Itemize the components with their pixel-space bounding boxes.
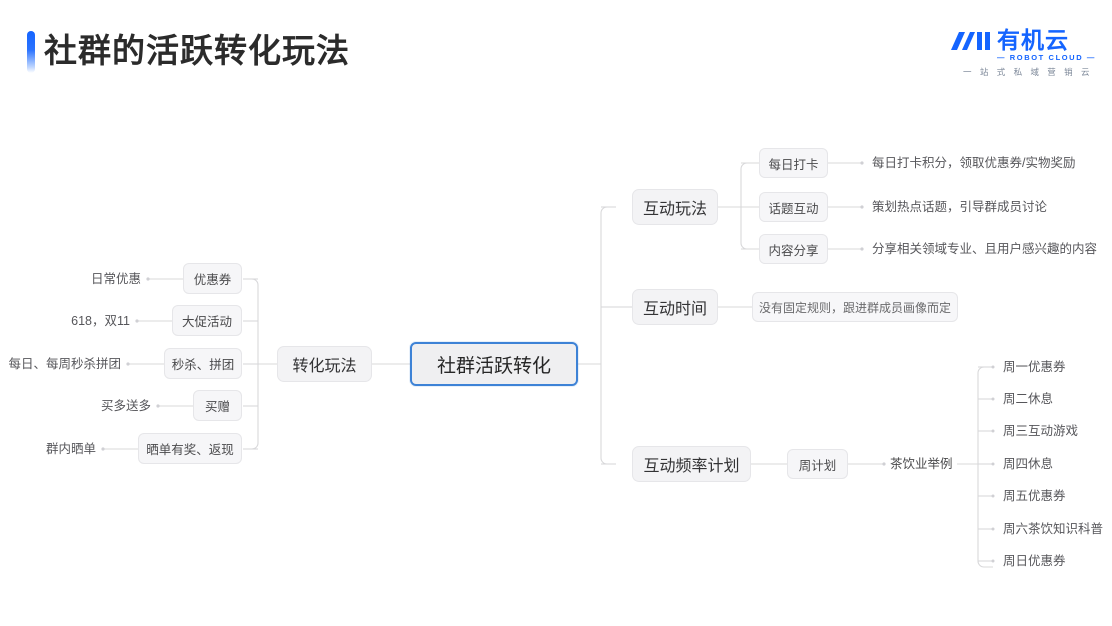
sub-node-daily-checkin[interactable]: 每日打卡	[759, 148, 828, 178]
leaf-label-seckill: 每日、每周秒杀拼团	[8, 357, 121, 371]
leaf-label-big-promo: 618，双11	[71, 314, 130, 328]
leaf-detail-topic-interaction: 策划热点话题，引导群成员讨论	[872, 200, 1048, 214]
week-item-fri: 周五优惠券	[1003, 489, 1066, 503]
leaf-label-buy-more: 买多送多	[100, 399, 151, 413]
note-interaction-time[interactable]: 没有固定规则，跟进群成员画像而定	[752, 292, 958, 322]
brand-logo: 有机云 — ROBOT CLOUD — 一 站 式 私 域 营 销 云	[949, 26, 1094, 77]
branch-node-interaction-time[interactable]: 互动时间	[632, 289, 718, 325]
logo-english: — ROBOT CLOUD —	[997, 53, 1096, 62]
sub-node-promotion[interactable]: 大促活动	[172, 305, 242, 336]
leaf-detail-daily-checkin: 每日打卡积分，领取优惠券/实物奖励	[872, 156, 1076, 170]
sub-node-topic-interaction[interactable]: 话题互动	[759, 192, 828, 222]
sub-node-weekly-plan[interactable]: 周计划	[787, 449, 848, 479]
branch-node-conversion[interactable]: 转化玩法	[277, 346, 372, 382]
logo-wordmark: 有机云	[997, 27, 1069, 53]
week-item-thu: 周四休息	[1003, 457, 1054, 471]
week-item-mon: 周一优惠券	[1003, 360, 1066, 374]
leaf-detail-content-sharing: 分享相关领域专业、且用户感兴趣的内容	[872, 242, 1098, 256]
branch-node-frequency-plan[interactable]: 互动频率计划	[632, 446, 751, 482]
label-tea-industry-example: 茶饮业举例	[890, 457, 953, 471]
leaf-label-daily-discount: 日常优惠	[90, 272, 141, 286]
leaf-label-group-show: 群内晒单	[45, 442, 96, 456]
week-item-tue: 周二休息	[1003, 392, 1054, 406]
sub-node-flashsale[interactable]: 秒杀、拼团	[164, 348, 242, 379]
robot-cloud-logo-icon	[951, 32, 990, 50]
slide-header: 社群的活跃转化玩法 有机云 — ROBOT CLOUD — 一 站 式 私 域 …	[0, 0, 1112, 100]
root-node[interactable]: 社群活跃转化	[410, 342, 578, 386]
sub-node-content-sharing[interactable]: 内容分享	[759, 234, 828, 264]
title-accent-bar	[27, 31, 35, 73]
page-title: 社群的活跃转化玩法	[44, 32, 350, 69]
week-item-sun: 周日优惠券	[1003, 554, 1066, 568]
week-item-sat: 周六茶饮知识科普	[1003, 522, 1104, 536]
sub-node-gift[interactable]: 买赠	[193, 390, 242, 421]
logo-tagline: 一 站 式 私 域 营 销 云	[963, 67, 1093, 77]
sub-node-coupon[interactable]: 优惠券	[183, 263, 242, 294]
week-item-wed: 周三互动游戏	[1003, 424, 1079, 438]
sub-node-showorder[interactable]: 晒单有奖、返现	[138, 433, 242, 464]
branch-node-interaction-play[interactable]: 互动玩法	[632, 189, 718, 225]
